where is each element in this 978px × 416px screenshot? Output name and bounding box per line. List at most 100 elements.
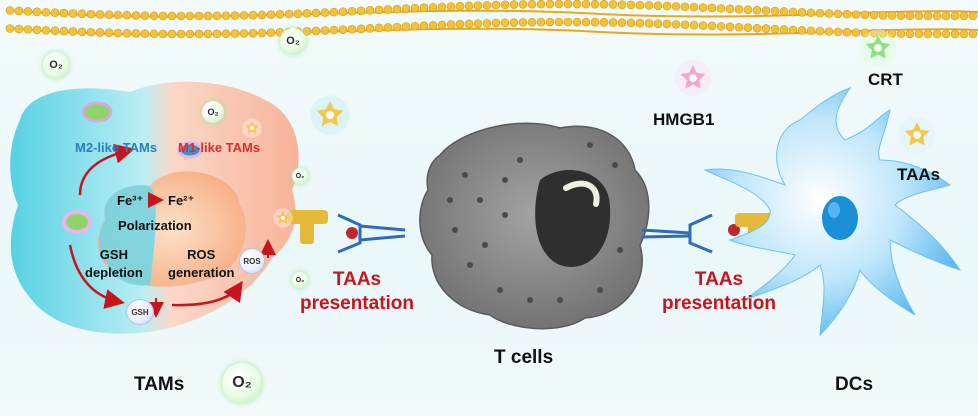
lipid-head <box>464 1 474 11</box>
t-cell-dot <box>497 287 503 293</box>
lipid-head <box>320 8 330 17</box>
lipid-head <box>761 6 771 15</box>
lipid-head <box>203 11 213 21</box>
t-cell-dot <box>502 177 508 183</box>
lipid-head <box>356 6 366 16</box>
t-cell-dot <box>617 247 623 253</box>
lipid-head <box>779 7 789 16</box>
lipid-head <box>23 7 33 16</box>
lipid-head <box>338 25 348 34</box>
lipid-head <box>248 28 258 38</box>
lipid-head <box>86 9 96 19</box>
o2-bubble: O₂ <box>222 363 262 403</box>
lipid-head <box>158 29 168 39</box>
o2-bubble: O₂ <box>292 272 308 288</box>
lipid-head <box>14 6 24 16</box>
lipid-head <box>104 28 114 38</box>
lipid-head <box>374 23 384 33</box>
lipid-head <box>563 0 573 9</box>
lipid-head <box>500 18 510 28</box>
lipid-head <box>527 0 537 9</box>
lipid-head <box>959 11 969 21</box>
lipid-head <box>923 11 933 21</box>
m2-tams-label: M2-like TAMs <box>75 140 158 155</box>
polarization-label: Polarization <box>118 218 192 233</box>
lipid-head <box>5 6 15 15</box>
ros-generation-label: ROS generation <box>168 247 235 280</box>
lipid-head <box>212 11 222 21</box>
lipid-head <box>383 23 393 32</box>
gsh-depletion-label: GSH depletion <box>85 247 143 280</box>
fe3-label: Fe³⁺ <box>117 193 144 208</box>
lipid-head <box>662 1 672 11</box>
t-cell-dot <box>517 157 523 163</box>
lipid-head <box>131 11 141 20</box>
lipid-head <box>824 27 834 36</box>
lipid-head <box>689 20 699 30</box>
lipid-head <box>437 20 447 30</box>
lipid-head <box>158 11 168 21</box>
lipid-head <box>869 28 879 38</box>
lipid-head <box>536 0 546 9</box>
lipid-head <box>473 19 483 28</box>
lipid-head <box>545 0 555 9</box>
lipid-head <box>851 10 861 19</box>
t-cell-dot <box>462 172 468 178</box>
lipid-head <box>113 10 123 20</box>
hmgb1-label: HMGB1 <box>653 110 715 129</box>
lipid-head <box>734 22 744 32</box>
lipid-head <box>797 8 807 17</box>
lipid-head <box>779 25 789 34</box>
lipid-head <box>644 1 654 10</box>
lipid-head <box>698 21 708 30</box>
lipid-head <box>428 3 438 12</box>
lipid-head <box>869 10 879 20</box>
lipid-head <box>680 20 690 30</box>
lipid-head <box>923 29 933 39</box>
lipid-head <box>59 8 69 18</box>
lipid-head <box>896 29 906 38</box>
lipid-head <box>653 19 663 28</box>
lipid-head <box>635 0 645 10</box>
lipid-head <box>167 11 177 21</box>
lipid-head <box>716 22 726 31</box>
lipid-head <box>140 11 150 20</box>
t-cell <box>419 122 650 330</box>
lipid-head <box>815 26 825 36</box>
lipid-head <box>347 6 357 16</box>
t-cell-dot <box>612 162 618 168</box>
lipid-head <box>419 3 429 13</box>
lipid-head <box>833 27 843 37</box>
lipid-head <box>941 29 951 39</box>
lipid-head <box>527 17 537 27</box>
t-cells-label: T cells <box>494 347 554 368</box>
lipid-head <box>878 10 888 20</box>
lipid-head <box>185 11 195 21</box>
lipid-head <box>635 18 645 28</box>
lipid-head <box>905 11 915 21</box>
dc-cell <box>703 87 962 337</box>
lipid-head <box>518 0 528 9</box>
left-receptor <box>288 210 406 254</box>
lipid-head <box>797 26 807 35</box>
lipid-head <box>788 25 798 35</box>
lipid-head <box>230 11 240 20</box>
lipid-head <box>446 20 456 29</box>
lipid-head <box>500 0 510 10</box>
lipid-head <box>689 2 699 12</box>
lipid-head <box>239 11 249 20</box>
t-cell-dot <box>557 297 563 303</box>
lipid-head <box>32 7 42 17</box>
lipid-head <box>509 18 519 27</box>
lipid-head <box>608 18 618 27</box>
lipid-head <box>122 10 132 20</box>
lipid-head <box>410 3 420 13</box>
lipid-head <box>50 26 60 35</box>
lipid-head <box>473 1 483 10</box>
ros-badge: ROS <box>239 248 265 274</box>
lipid-head <box>311 8 321 18</box>
lipid-head <box>824 9 834 18</box>
taas-presentation-left: TAAs presentation <box>300 269 415 314</box>
lipid-head <box>401 4 411 13</box>
